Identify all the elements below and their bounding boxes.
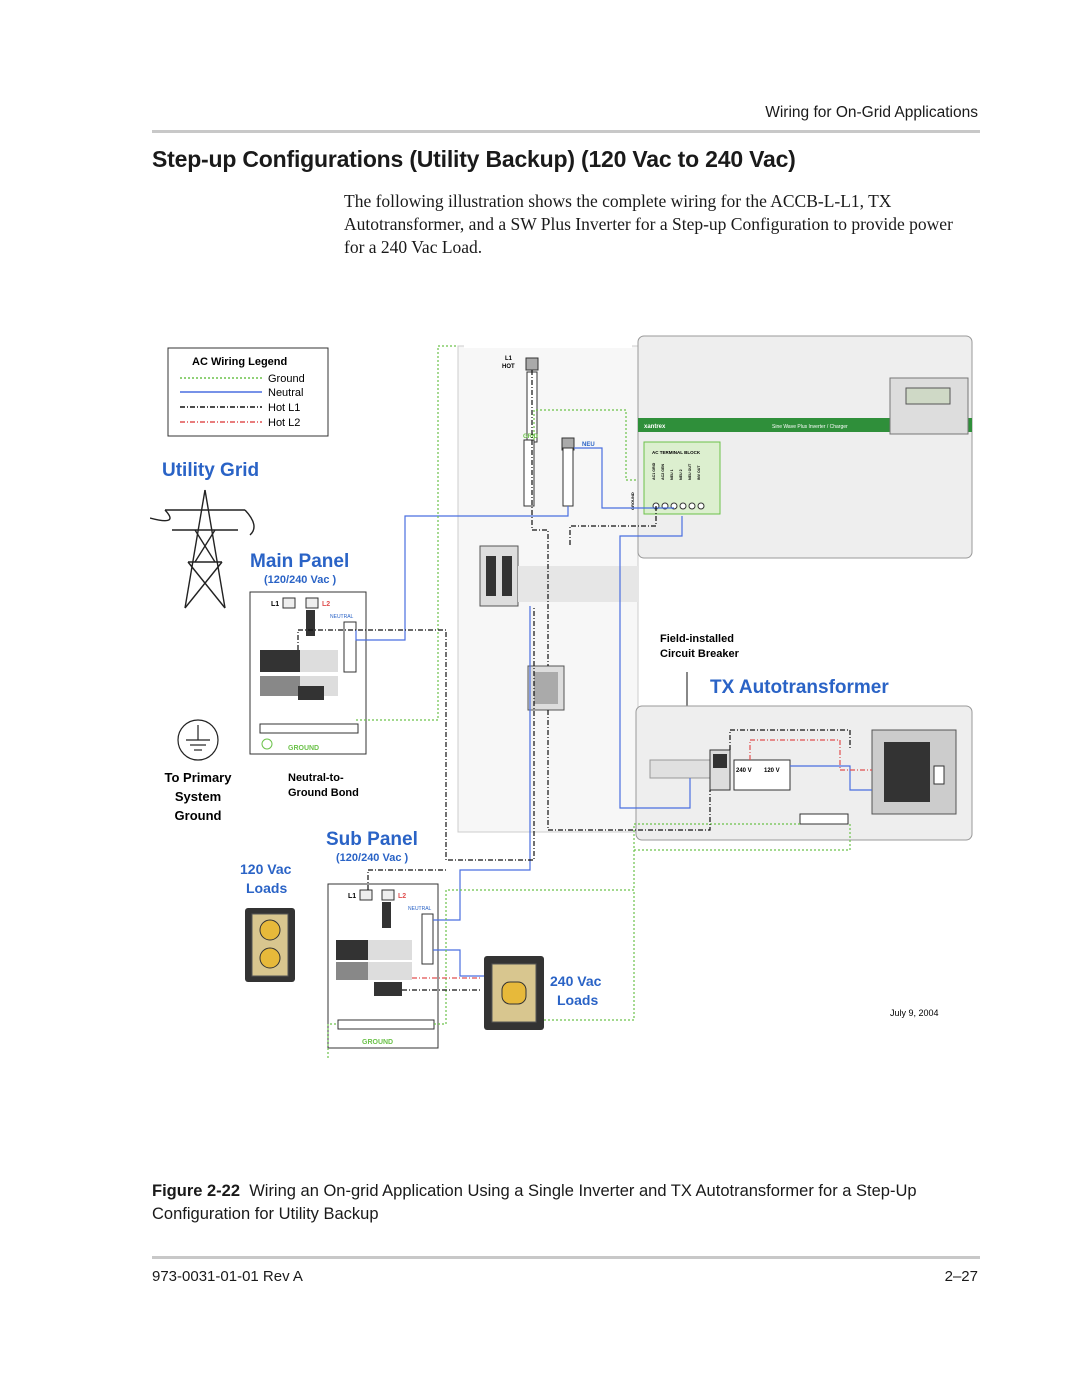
breaker-callout-line2: Circuit Breaker	[660, 648, 740, 660]
terminal-neu-out: NEU OUT	[688, 463, 692, 480]
inverter-terminals: AC1 GRID AC2 GEN NEU 1 NEU 2 NEU OUT INV…	[652, 462, 701, 480]
accb-l1-label: L1	[505, 356, 513, 362]
sub-panel-l1: L1	[348, 893, 356, 900]
sub-panel: L1 L2 NEUTRAL GROUND	[327, 883, 439, 1049]
accb-neu-label: NEU	[582, 442, 595, 448]
utility-grid-label: Utility Grid	[162, 460, 259, 481]
legend-ground-label: Ground	[268, 373, 305, 385]
wiring-legend: AC Wiring Legend Ground Neutral Hot L1 H…	[167, 347, 329, 437]
accb-grid-label: GRID	[523, 434, 539, 440]
sub-panel-l2: L2	[398, 893, 406, 900]
legend-title: AC Wiring Legend	[192, 356, 287, 368]
page-number: 2–27	[944, 1268, 978, 1285]
figure-caption-text: Wiring an On-grid Application Using a Si…	[152, 1182, 917, 1223]
sub-panel-neutral-label: NEUTRAL	[408, 906, 432, 912]
ground-symbol-icon	[177, 719, 219, 761]
autotransformer-title: TX Autotransformer	[710, 677, 889, 698]
inverter: xantrex Sine Wave Plus Inverter / Charge…	[630, 335, 973, 559]
loads-120-line2: Loads	[246, 880, 287, 896]
loads-120-line1: 120 Vac	[240, 861, 292, 877]
bond-label-line2: Ground Bond	[288, 787, 359, 799]
accb-hot-label: HOT	[502, 364, 515, 370]
main-panel-subtitle: (120/240 Vac )	[264, 574, 337, 586]
legend-neutral-label: Neutral	[268, 387, 303, 399]
document-number: 973-0031-01-01 Rev A	[152, 1268, 303, 1285]
footer-rule	[152, 1256, 980, 1259]
legend-hot-l2-label: Hot L2	[268, 417, 300, 429]
wiring-diagram: AC Wiring Legend Ground Neutral Hot L1 H…	[150, 335, 973, 1060]
sub-panel-title: Sub Panel	[326, 829, 418, 850]
outlet-240v-icon	[484, 956, 544, 1030]
main-panel-neutral-label: NEUTRAL	[330, 614, 354, 620]
breaker-callout-line1: Field-installed	[660, 633, 734, 645]
hot-l2-wires	[412, 739, 872, 979]
section-title: Step-up Configurations (Utility Backup) …	[152, 146, 796, 172]
hot-l1-wires	[297, 370, 851, 991]
inverter-ground-label: GROUND	[630, 492, 635, 510]
main-panel-ground-label: GROUND	[288, 745, 319, 752]
tx-autotransformer: 240 V 120 V	[635, 705, 973, 841]
power-tower-icon	[150, 489, 255, 609]
tap-240-label: 240 V	[736, 768, 752, 774]
primary-ground-line2: System	[175, 789, 221, 804]
header-rule	[152, 130, 980, 133]
terminal-ac1-grid: AC1 GRID	[652, 462, 656, 480]
main-panel-l2: L2	[322, 601, 330, 608]
primary-ground-line1: To Primary	[165, 770, 233, 785]
inverter-brand: xantrex	[644, 424, 666, 430]
running-header: Wiring for On-Grid Applications	[765, 104, 978, 121]
main-panel-l1: L1	[271, 601, 279, 608]
ground-wires	[327, 345, 851, 1060]
terminal-neu-1: NEU 1	[670, 469, 674, 480]
terminal-neu-2: NEU 2	[679, 469, 683, 480]
figure-caption: Figure 2-22 Wiring an On-grid Applicatio…	[152, 1180, 982, 1226]
diagram-date: July 9, 2004	[890, 1008, 939, 1018]
terminal-ac2-gen: AC2 GEN	[661, 464, 665, 480]
inverter-model: Sine Wave Plus Inverter / Charger	[772, 424, 848, 430]
legend-hot-l1-label: Hot L1	[268, 402, 300, 414]
tap-120-label: 120 V	[764, 768, 780, 774]
main-panel-title: Main Panel	[250, 551, 349, 572]
bond-label-line1: Neutral-to-	[288, 772, 344, 784]
loads-240-line2: Loads	[557, 992, 598, 1008]
outlet-120v-icon	[245, 908, 295, 982]
terminal-block-label: AC TERMINAL BLOCK	[652, 450, 701, 455]
intro-paragraph: The following illustration shows the com…	[344, 191, 953, 257]
loads-240-line1: 240 Vac	[550, 973, 602, 989]
main-panel: L1 L2 NEUTRAL GROUND	[249, 591, 367, 755]
sub-panel-ground-label: GROUND	[362, 1039, 393, 1046]
sub-panel-subtitle: (120/240 Vac )	[336, 852, 409, 864]
terminal-inv-out: INV OUT	[697, 465, 701, 480]
figure-number: Figure 2-22	[152, 1182, 241, 1200]
primary-ground-line3: Ground	[175, 808, 222, 823]
